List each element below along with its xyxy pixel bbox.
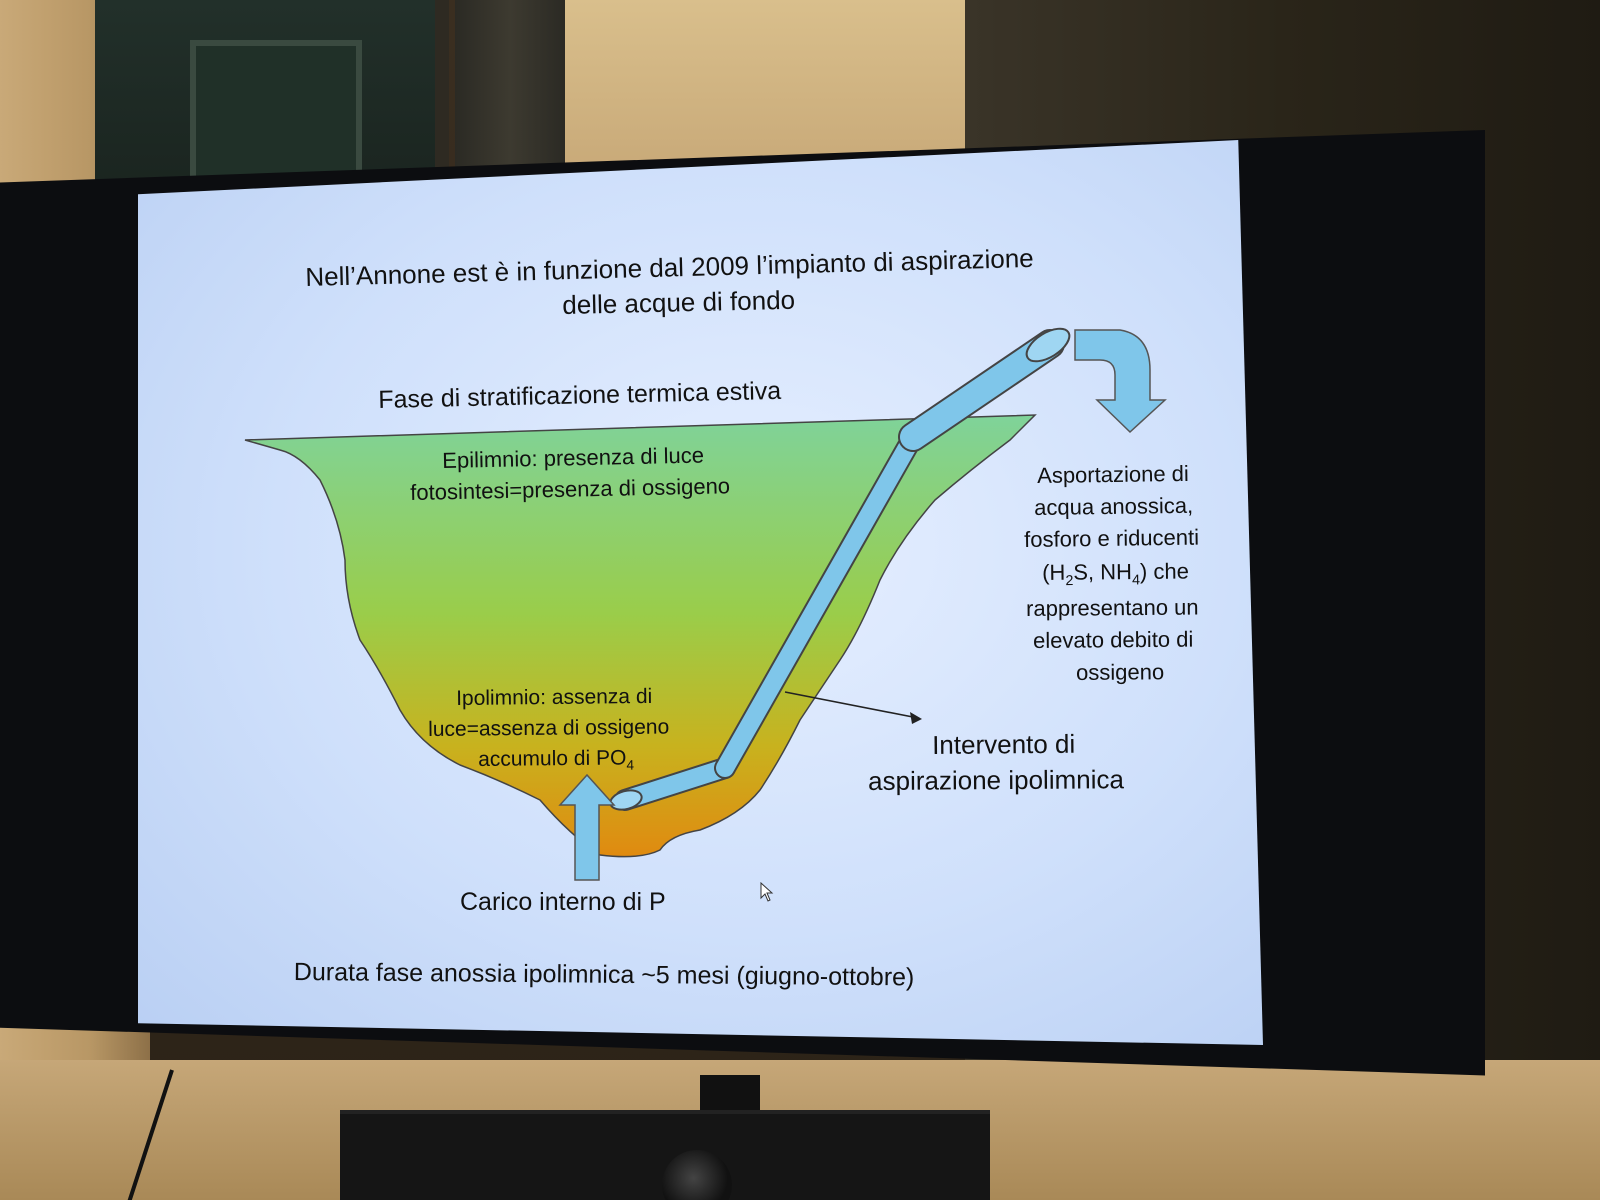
hypolimnion-label-line-2: luce=assenza di ossigeno [428, 715, 670, 741]
removal-line-4-sub2: 4 [1131, 572, 1141, 589]
mouse-cursor-icon [760, 882, 774, 902]
removal-label-line-5: rappresentano un [1026, 594, 1199, 621]
removal-label-line-3: fosforo e riducenti [1024, 524, 1200, 552]
removal-line-4-c: ) che [1139, 558, 1189, 584]
intervention-label-line-2: aspirazione ipolimnica [868, 764, 1125, 796]
duration-label: Durata fase anossia ipolimnica ~5 mesi (… [293, 958, 915, 992]
hypolimnion-line-3-sub: 4 [626, 757, 635, 773]
intervention-pointer [784, 691, 919, 719]
wall-door [455, 0, 565, 190]
slide-title-line-2: delle acque di fondo [562, 284, 796, 320]
removal-label-line-2: acqua anossica, [1034, 492, 1194, 520]
outflow-arrow-icon [1074, 329, 1167, 434]
lake-basin [244, 414, 1037, 858]
intervention-label-line-1: Intervento di [932, 728, 1076, 760]
tv-stand-base [340, 1110, 990, 1200]
hypolimnion-line-3-text: accumulo di PO [478, 746, 627, 771]
hypolimnion-label-line-1: Ipolimnio: assenza di [456, 684, 653, 710]
removal-label-line-7: ossigeno [1076, 659, 1165, 685]
wall-center [565, 0, 965, 175]
internal-load-arrow-icon [558, 773, 616, 881]
removal-label-line-1: Asportazione di [1037, 460, 1189, 488]
removal-label-line-6: elevato debito di [1033, 626, 1194, 653]
epilimnion-label-line-1: Epilimnio: presenza di luce [442, 442, 705, 473]
hypolimnion-label-line-3: accumulo di PO4 [478, 746, 634, 774]
intake-pipe [609, 327, 1071, 811]
internal-load-label: Carico interno di P [460, 888, 666, 916]
removal-label-line-4: (H2S, NH4) che [1042, 558, 1189, 589]
removal-line-4-b: S, NH [1073, 559, 1133, 585]
camera-icon [662, 1150, 732, 1200]
removal-line-4-a: (H [1042, 559, 1066, 585]
